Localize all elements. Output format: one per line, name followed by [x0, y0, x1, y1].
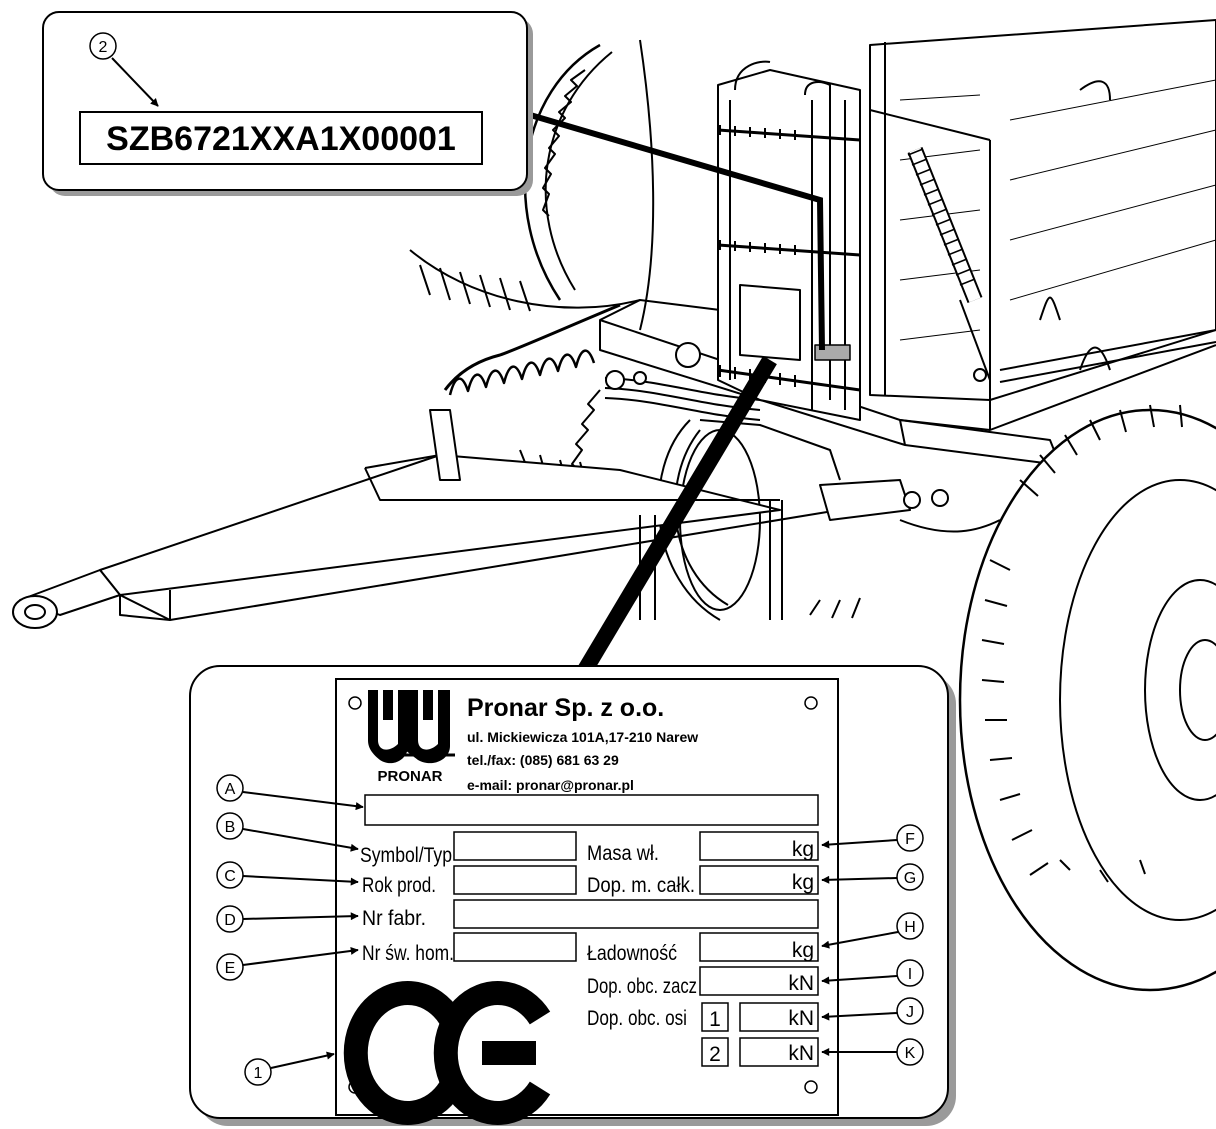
rear-door	[717, 60, 861, 421]
axle-2-label: 2	[709, 1043, 721, 1066]
leaf-spring	[604, 342, 761, 421]
unit-capacity: kg	[792, 939, 814, 962]
field-axle-1-box	[739, 1002, 819, 1032]
drawbar-spring	[429, 303, 621, 481]
field-serial-box	[453, 899, 819, 929]
unit-own-mass: kg	[792, 838, 814, 861]
marker-g-label: G	[904, 870, 916, 887]
company-phone: tel./fax: (085) 681 63 29	[467, 752, 619, 768]
label-gross-mass: Dop. m. całk.	[587, 874, 695, 897]
tension-spring	[907, 147, 991, 381]
field-homologation-box	[453, 932, 577, 962]
vin-number: SZB6721XXA1X00001	[106, 120, 456, 158]
rear-left-tyre	[409, 39, 655, 331]
company-name: Pronar Sp. z o.o.	[467, 694, 664, 722]
field-axle-2-box	[739, 1037, 819, 1067]
nameplate-panel: PRONAR Pronar Sp. z o.o. ul. Mickiewicza…	[189, 665, 956, 1126]
vin-callout: 2 SZB6721XXA1X00001	[42, 11, 533, 196]
marker-2-label: 2	[99, 39, 108, 56]
plate-callouts: A B C D E 1 F	[216, 774, 924, 1086]
front-right-tyre	[958, 404, 1216, 992]
marker-h: H	[821, 912, 924, 949]
trailer-illustration	[12, 19, 1216, 992]
axle-2-box	[701, 1037, 729, 1067]
field-hitch-load-box	[699, 966, 819, 996]
marker-e-label: E	[225, 960, 236, 977]
label-axle-load: Dop. obc. osi	[587, 1007, 687, 1030]
pronar-logo: PRONAR	[368, 690, 455, 785]
marker-a: A	[216, 774, 364, 811]
field-own-mass-box	[699, 831, 819, 861]
marker-d-label: D	[224, 912, 236, 929]
marker-b-label: B	[225, 819, 236, 836]
marker-i: I	[821, 959, 924, 987]
marker-b: B	[216, 812, 359, 852]
marker-c: C	[216, 861, 359, 889]
label-year: Rok prod.	[362, 874, 436, 897]
leader-lines	[519, 109, 825, 675]
marker-i-label: I	[908, 966, 912, 983]
logo-text: PRONAR	[377, 768, 442, 785]
axle-1-box	[701, 1002, 729, 1032]
marker-e: E	[216, 946, 359, 981]
marker-1: 1	[244, 1051, 335, 1086]
marker-k: K	[821, 1038, 924, 1066]
field-year-box	[453, 865, 577, 895]
label-capacity: Ładowność	[587, 942, 677, 965]
cargo-box	[869, 19, 1216, 431]
marker-2-arrow	[111, 57, 159, 107]
marker-a-label: A	[225, 781, 236, 798]
field-a-box	[364, 794, 819, 826]
unit-hitch-load: kN	[788, 972, 814, 995]
marker-g: G	[821, 863, 924, 891]
field-capacity-box	[699, 932, 819, 962]
marker-j: J	[821, 997, 924, 1025]
rivet-hole	[804, 696, 818, 710]
label-symbol: Symbol/Typ	[360, 844, 452, 867]
marker-j-label: J	[906, 1004, 914, 1021]
marker-h-label: H	[904, 919, 916, 936]
field-symbol-box	[453, 831, 577, 861]
company-email: e-mail: pronar@pronar.pl	[467, 777, 634, 793]
label-serial: Nr fabr.	[362, 907, 426, 930]
unit-gross-mass: kg	[792, 871, 814, 894]
marker-k-label: K	[905, 1045, 916, 1062]
marker-c-label: C	[224, 868, 236, 885]
axle-1-label: 1	[709, 1008, 721, 1031]
company-address: ul. Mickiewicza 101A,17-210 Narew	[467, 729, 698, 745]
label-own-mass: Masa wł.	[587, 842, 659, 865]
ce-mark	[343, 981, 551, 1125]
marker-f: F	[821, 824, 924, 852]
drawbar	[12, 454, 901, 629]
vin-box	[79, 111, 483, 165]
marker-f-label: F	[905, 831, 915, 848]
label-homologation: Nr św. hom.	[362, 942, 454, 965]
label-hitch-load: Dop. obc. zacz	[587, 975, 697, 998]
field-gross-mass-box	[699, 865, 819, 895]
marker-1-label: 1	[254, 1065, 263, 1082]
unit-axle-2: kN	[788, 1042, 814, 1065]
rivet-hole	[804, 1080, 818, 1094]
rivet-hole	[348, 696, 362, 710]
marker-2-circle	[89, 32, 117, 60]
marker-d: D	[216, 905, 359, 933]
unit-axle-1: kN	[788, 1007, 814, 1030]
